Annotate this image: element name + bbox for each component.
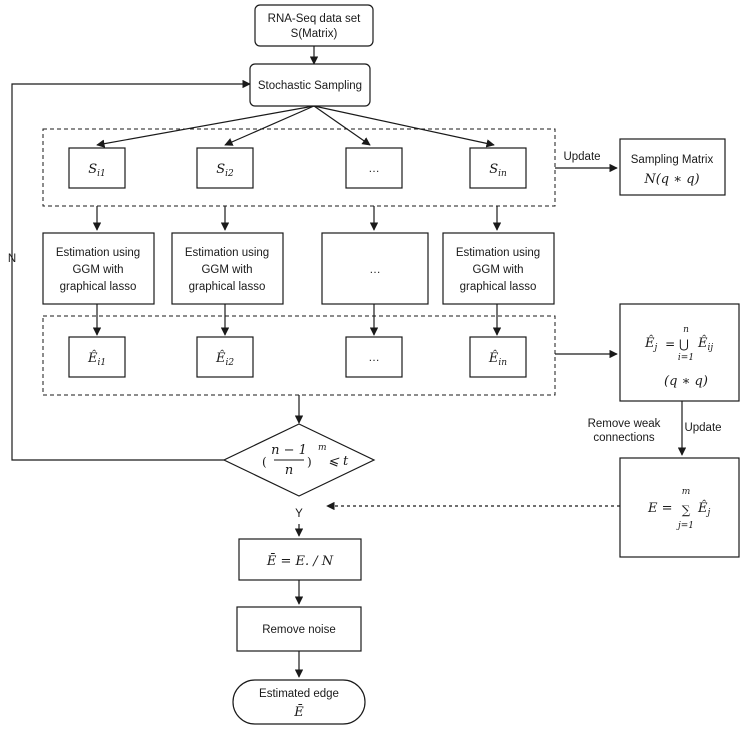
dataset-line-2: S(Matrix) bbox=[291, 28, 338, 40]
estimate-1-sub: i1 bbox=[97, 358, 106, 368]
sample-box-4: Sin bbox=[469, 147, 527, 189]
estimates-group bbox=[42, 315, 556, 396]
sum-bottom: j=1 bbox=[676, 521, 694, 531]
estimation-2-line-1: Estimation using bbox=[185, 247, 269, 259]
end-line-1: Estimated edge bbox=[259, 688, 339, 700]
svg-text:Êin: Êin bbox=[488, 350, 507, 368]
svg-text:Êj: Êj bbox=[697, 500, 711, 518]
estimation-box-4: Estimation using GGM with graphical lass… bbox=[442, 232, 555, 305]
sampling-matrix-title: Sampling Matrix bbox=[631, 154, 714, 166]
dataset-line-1: RNA-Seq data set bbox=[268, 13, 361, 25]
estimation-4-line-3: graphical lasso bbox=[460, 281, 537, 293]
sample-1-symbol: S bbox=[88, 162, 97, 177]
svg-text:Si2: Si2 bbox=[216, 162, 234, 179]
sampling-matrix-size: N(q ∗ q) bbox=[643, 172, 699, 187]
estimation-1-line-1: Estimation using bbox=[56, 247, 140, 259]
update-label-top: Update bbox=[563, 151, 600, 163]
svg-text:Êj: Êj bbox=[644, 335, 658, 353]
sample-box-1: Si1 bbox=[68, 147, 126, 189]
sum-rhs-sub: j bbox=[706, 508, 711, 518]
estimate-2-sub: i2 bbox=[225, 358, 234, 368]
no-label: N bbox=[8, 253, 16, 265]
estimate-box-1: Êi1 bbox=[68, 336, 126, 378]
edges bbox=[11, 46, 687, 678]
samples-group bbox=[42, 128, 556, 207]
sample-1-sub: i1 bbox=[97, 169, 106, 179]
estimate-2-symbol: Ê bbox=[215, 350, 226, 366]
estimation-4-line-2: GGM with bbox=[472, 264, 523, 276]
remove-weak-line-1: Remove weak bbox=[588, 418, 661, 430]
estimate-box-3: … bbox=[345, 336, 403, 378]
union-box: Êj = ⋃ n i=1 Êij (q ∗ q) bbox=[619, 303, 740, 402]
estimate-4-symbol: Ê bbox=[488, 350, 499, 366]
estimation-box-2: Estimation using GGM with graphical lass… bbox=[171, 232, 284, 305]
sample-box-2: Si2 bbox=[196, 147, 254, 189]
union-rhs-sub: ij bbox=[708, 343, 714, 353]
svg-text:Êi2: Êi2 bbox=[215, 350, 234, 368]
estimate-box-2: Êi2 bbox=[196, 336, 254, 378]
union-lhs-sub: j bbox=[653, 343, 658, 353]
union-operator: = ⋃ bbox=[665, 337, 689, 351]
sampling-box: Stochastic Sampling bbox=[249, 63, 371, 107]
decision-relation: ⩽ t bbox=[328, 454, 349, 469]
svg-text:Êi1: Êi1 bbox=[87, 350, 106, 368]
estimate-3-ellipsis: … bbox=[368, 352, 380, 364]
sum-lhs: E = bbox=[647, 501, 673, 516]
sample-4-symbol: S bbox=[489, 162, 498, 177]
svg-text:Êij: Êij bbox=[697, 335, 713, 353]
sampling-matrix-box: Sampling Matrix N(q ∗ q) bbox=[619, 138, 726, 196]
sum-rhs: Ê bbox=[697, 500, 708, 516]
estimation-box-3: … bbox=[321, 232, 429, 305]
decision-exponent: m bbox=[318, 443, 327, 453]
union-top: n bbox=[683, 325, 689, 335]
estimation-1-line-2: GGM with bbox=[72, 264, 123, 276]
union-rhs: Ê bbox=[697, 335, 708, 351]
edge-sampling-to-s2 bbox=[224, 105, 315, 146]
decision-rparen: ) bbox=[307, 455, 312, 469]
sum-sigma: ∑ bbox=[682, 503, 691, 517]
normalized-box: Ē = E. / N bbox=[238, 538, 362, 581]
decision-numerator: n − 1 bbox=[271, 443, 307, 458]
edge-decision-no-loop bbox=[11, 79, 251, 461]
sum-box: E = ∑ m j=1 Êj bbox=[619, 457, 740, 558]
dataset-box: RNA-Seq data set S(Matrix) bbox=[254, 4, 374, 47]
edge-sampling-to-s1 bbox=[96, 105, 315, 148]
union-bottom: i=1 bbox=[678, 353, 694, 363]
end-line-2: Ē bbox=[293, 704, 304, 720]
estimate-box-4: Êin bbox=[469, 336, 527, 378]
normalized-formula: Ē = E. / N bbox=[266, 553, 334, 569]
edge-sampling-to-s4 bbox=[313, 105, 495, 148]
estimation-1-line-3: graphical lasso bbox=[60, 281, 137, 293]
estimation-2-line-2: GGM with bbox=[201, 264, 252, 276]
decision-lparen: ( bbox=[262, 455, 267, 469]
union-lhs: Ê bbox=[644, 335, 655, 351]
sample-2-symbol: S bbox=[216, 162, 225, 177]
decision-diamond: ( n − 1 n ) m ⩽ t bbox=[222, 423, 376, 497]
estimate-1-symbol: Ê bbox=[87, 350, 98, 366]
remove-noise-label: Remove noise bbox=[262, 624, 336, 636]
decision-denominator: n bbox=[285, 463, 293, 478]
edge-sampling-to-s3 bbox=[313, 105, 371, 146]
yes-label: Y bbox=[295, 508, 303, 520]
sample-3-ellipsis: … bbox=[368, 163, 380, 175]
sample-4-sub: in bbox=[498, 169, 507, 179]
estimate-4-sub: in bbox=[498, 358, 507, 368]
estimation-2-line-3: graphical lasso bbox=[189, 281, 266, 293]
sample-2-sub: i2 bbox=[225, 169, 234, 179]
svg-text:Sin: Sin bbox=[489, 162, 507, 179]
remove-noise-box: Remove noise bbox=[236, 606, 362, 652]
estimation-4-line-1: Estimation using bbox=[456, 247, 540, 259]
remove-weak-line-2: connections bbox=[593, 432, 655, 444]
svg-text:Si1: Si1 bbox=[88, 162, 106, 179]
estimation-box-1: Estimation using GGM with graphical lass… bbox=[42, 232, 155, 305]
estimation-3-ellipsis: … bbox=[369, 264, 381, 276]
end-terminal: Estimated edge Ē bbox=[232, 679, 366, 725]
sampling-label: Stochastic Sampling bbox=[258, 80, 362, 92]
sample-box-3: … bbox=[345, 147, 403, 189]
sum-top: m bbox=[682, 487, 691, 497]
union-size: (q ∗ q) bbox=[664, 374, 708, 389]
update-label-right: Update bbox=[684, 422, 721, 434]
